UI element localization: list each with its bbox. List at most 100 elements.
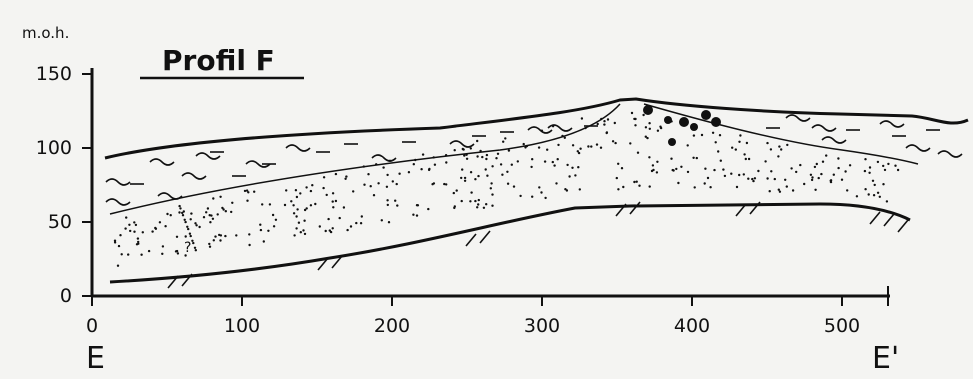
boulder-dot [643,105,653,115]
sand-dot [704,168,706,170]
sand-dot [872,180,874,182]
sand-dot [454,149,456,151]
sand-dot [453,207,455,209]
sand-dot [869,166,871,168]
x-tick-label-300: 300 [524,315,560,337]
sand-dot [555,182,557,184]
sand-dot [330,231,332,233]
sand-dot [476,140,478,142]
sand-dot [244,190,246,192]
sand-dot [296,208,298,210]
sand-dot [656,171,658,173]
sand-dot [607,118,609,120]
sand-dot [486,154,488,156]
sand-dot [636,181,638,183]
sand-dot [350,225,352,227]
sand-dot [303,220,305,222]
sand-dot [235,234,237,236]
sand-dot [224,235,226,237]
sand-dot [531,196,533,198]
sand-dot [541,130,543,132]
sand-dot [657,130,659,132]
sand-dot [506,171,508,173]
sand-dot [803,183,805,185]
sand-dot [709,186,711,188]
sand-dot [326,194,328,196]
sand-dot [293,234,295,236]
sand-dot [434,164,436,166]
sand-dot [398,173,400,175]
sand-dot [466,158,468,160]
sand-dot [462,148,464,150]
sand-dot [190,218,192,220]
clay-tilde-symbol [182,173,206,179]
boulder-symbols [643,105,721,146]
sand-dot [694,186,696,188]
sand-dot [295,189,297,191]
sand-dot [195,249,197,251]
sand-dot [841,179,843,181]
sand-dot [649,185,651,187]
sand-dot [572,144,574,146]
sand-dot [470,171,472,173]
sand-dot [310,204,312,206]
sand-dot [837,167,839,169]
sand-stipple [114,112,900,267]
sand-dot [456,189,458,191]
sand-dot [137,237,139,239]
sand-dot [175,250,177,252]
sand-dot [474,200,476,202]
sand-dot [799,164,801,166]
sand-dot [219,196,221,198]
clay-tilde-symbol [150,159,174,165]
sand-dot [743,153,745,155]
sand-dot [465,154,467,156]
sand-dot [882,165,884,167]
sand-dot [136,243,138,245]
sand-dot [675,168,677,170]
sand-dot [830,181,832,183]
sand-dot [738,141,740,143]
sand-dot [504,137,506,139]
sand-dot [259,224,261,226]
sand-dot [142,231,144,233]
sand-dot [887,163,889,165]
sand-dot [209,221,211,223]
sand-dot [778,189,780,191]
sand-dot [707,177,709,179]
sand-dot [117,265,119,267]
sand-dot [319,225,321,227]
sand-dot [345,175,347,177]
sand-dot [386,186,388,188]
sand-dot [584,127,586,129]
sand-dot [738,174,740,176]
sand-dot [225,210,227,212]
sand-dot [491,205,493,207]
clay-tilde-symbol [196,153,220,159]
boulder-dot [668,138,676,146]
sand-dot [302,229,304,231]
sand-dot [517,160,519,162]
sand-dot [261,203,263,205]
sand-dot [544,197,546,199]
sand-dot [189,233,191,235]
sand-dot [422,153,424,155]
sand-dot [748,158,750,160]
sand-dot [305,186,307,188]
sand-dot [579,188,581,190]
sand-dot [477,203,479,205]
clay-tilde-symbol [106,199,130,205]
sand-dot [648,122,650,124]
sand-dot [194,247,196,249]
sand-dot [310,190,312,192]
sand-dot [335,200,337,202]
profile-end-label: E' [872,341,899,376]
sand-dot [513,185,515,187]
sand-dot [186,226,188,228]
sand-dot [596,143,598,145]
sand-dot [818,177,820,179]
sand-dot [222,208,224,210]
sand-dot [427,208,429,210]
sand-dot [485,203,487,205]
